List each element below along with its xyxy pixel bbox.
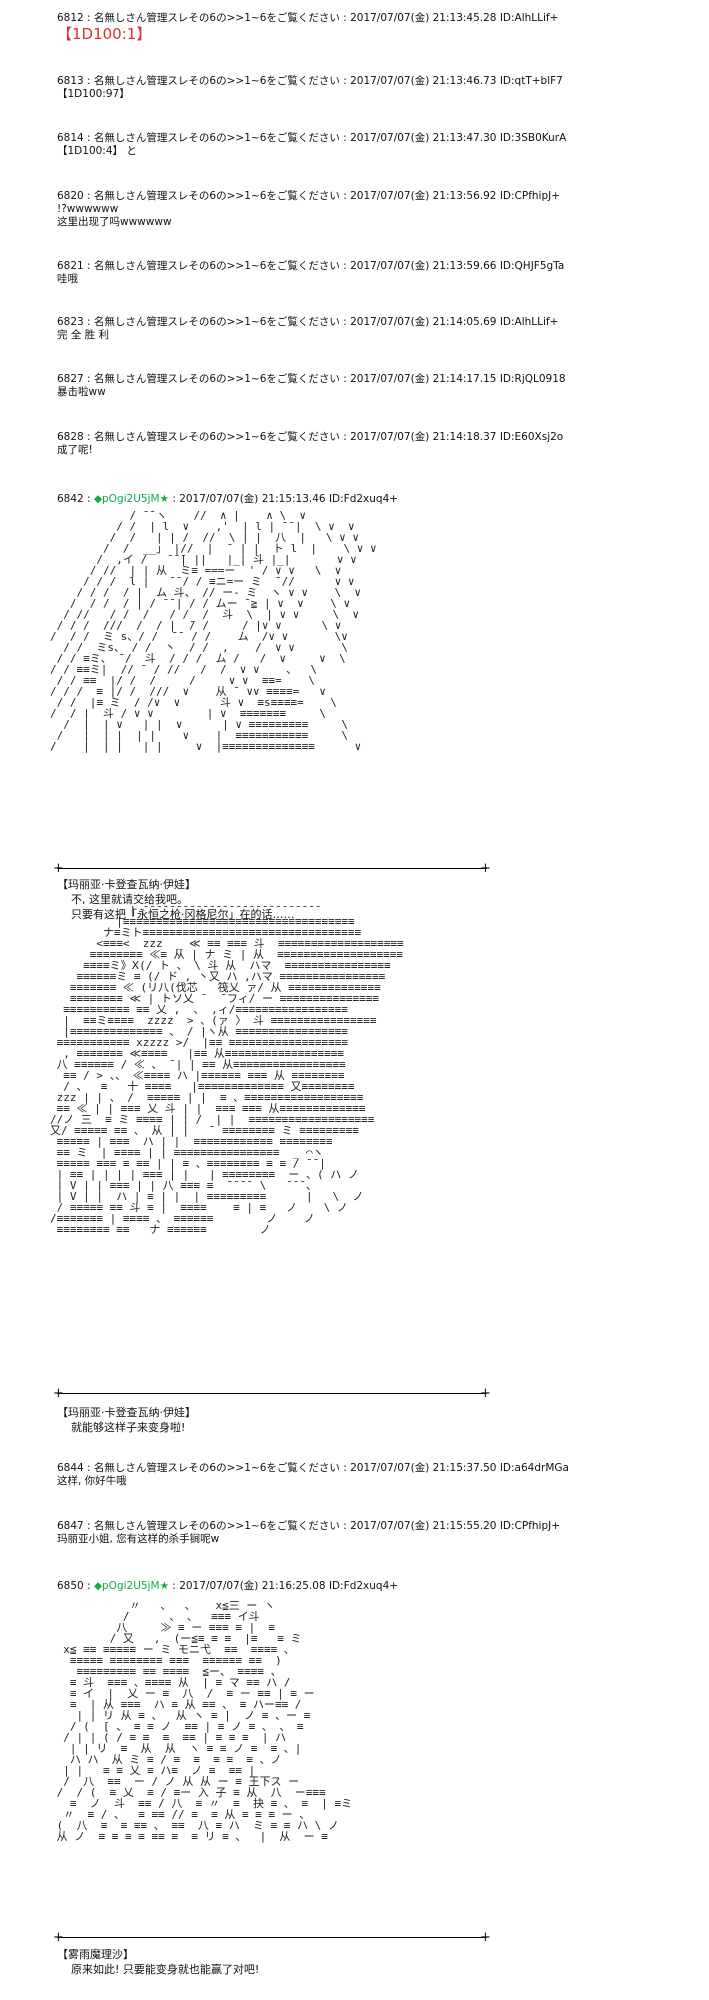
post-header: 6812 : 名無しさん管理スレその6の>>1~6をご覧ください : 2017/… [57, 12, 559, 24]
post-p6814: 6814 : 名無しさん管理スレその6の>>1~6をご覧ください : 2017/… [57, 132, 689, 158]
post-number: 6842 : [57, 493, 94, 505]
post-body: 暴击啦ww [57, 386, 106, 398]
post-p6823: 6823 : 名無しさん管理スレその6の>>1~6をご覧ください : 2017/… [57, 316, 689, 342]
divider-cross-icon: + [480, 861, 491, 876]
post-header: 6814 : 名無しさん管理スレその6の>>1~6をご覧ください : 2017/… [57, 132, 567, 144]
divider-line [57, 868, 487, 869]
speaker-name: 【雾雨魔理沙】 [57, 1948, 134, 1961]
post-header: 6820 : 名無しさん管理スレその6の>>1~6をご覧ください : 2017/… [57, 190, 561, 202]
star-icon: ★ [159, 493, 169, 505]
post-header: 6823 : 名無しさん管理スレその6の>>1~6をご覧ください : 2017/… [57, 316, 559, 328]
post-header: 6844 : 名無しさん管理スレその6の>>1~6をご覧ください : 2017/… [57, 1462, 569, 1474]
post-p6847: 6847 : 名無しさん管理スレその6の>>1~6をご覧ください : 2017/… [57, 1520, 689, 1546]
star-icon: ★ [159, 1580, 169, 1592]
post-p6813: 6813 : 名無しさん管理スレその6の>>1~6をご覧ください : 2017/… [57, 75, 689, 101]
ascii-art-aa1: / ̄ ̄ ヽ // ∧ | ∧ \ ∨ / / | l ∨ ,' | l | … [50, 510, 377, 753]
post-p6844: 6844 : 名無しさん管理スレその6の>>1~6をご覧ください : 2017/… [57, 1462, 689, 1488]
post-body: 成了呢! [57, 444, 93, 456]
post-number: 6850 : [57, 1580, 94, 1592]
tripcode: pOgi2U5jM [102, 493, 160, 505]
divider-cross-icon: + [480, 1386, 491, 1401]
speech-line: 就能够这样子来变身啦! [71, 1421, 186, 1434]
op-post-header: 6850 : ◆pOgi2U5jM★ : 2017/07/07(金) 21:16… [57, 1580, 689, 1593]
speech-line: 原来如此! 只要能变身就也能赢了对吧! [71, 1963, 260, 1976]
diamond-icon: ◆ [93, 1580, 103, 1592]
post-body: 【1D100:4】 と [57, 145, 137, 157]
divider-cross-icon: + [480, 1930, 491, 1945]
post-body: 哇哦 [57, 273, 78, 285]
post-body: !?wwwwww 这里出现了吗wwwwww [57, 203, 172, 228]
post-body: 这样, 你好牛哦 [57, 1475, 127, 1487]
post-body: 【1D100:1】 [57, 25, 152, 43]
post-body: 玛丽亚小姐, 您有这样的杀手锏呢w [57, 1533, 220, 1545]
post-meta: : 2017/07/07(金) 21:16:25.08 ID:Fd2xuq4+ [168, 1580, 399, 1592]
divider-line [57, 1937, 487, 1938]
divider-cross-icon: + [53, 861, 64, 876]
post-p6821: 6821 : 名無しさん管理スレその6の>>1~6をご覧ください : 2017/… [57, 260, 689, 286]
divider-cross-icon: + [53, 1386, 64, 1401]
post-p6820: 6820 : 名無しさん管理スレその6の>>1~6をご覧ください : 2017/… [57, 190, 689, 229]
op-post-p6850: 6850 : ◆pOgi2U5jM★ : 2017/07/07(金) 21:16… [57, 1580, 689, 1593]
speech-s2: 【玛丽亚·卡登查瓦纳·伊娃】就能够这样子来变身啦! [57, 1405, 196, 1435]
post-p6827: 6827 : 名無しさん管理スレその6の>>1~6をご覧ください : 2017/… [57, 373, 689, 399]
post-header: 6827 : 名無しさん管理スレその6の>>1~6をご覧ください : 2017/… [57, 373, 566, 385]
speech-line: 不, 这里就请交给我吧。 [71, 893, 188, 906]
post-body: 完 全 胜 利 [57, 329, 110, 341]
post-header: 6813 : 名無しさん管理スレその6の>>1~6をご覧ください : 2017/… [57, 75, 563, 87]
speech-s3: 【雾雨魔理沙】原来如此! 只要能变身就也能赢了对吧! [57, 1947, 259, 1977]
post-header: 6821 : 名無しさん管理スレその6の>>1~6をご覧ください : 2017/… [57, 260, 565, 272]
divider-cross-icon: + [53, 1930, 64, 1945]
op-post-p6842: 6842 : ◆pOgi2U5jM★ : 2017/07/07(金) 21:15… [57, 493, 689, 506]
diamond-icon: ◆ [93, 493, 103, 505]
speaker-name: 【玛丽亚·卡登查瓦纳·伊娃】 [57, 1406, 196, 1419]
speech-s1: 【玛丽亚·卡登查瓦纳·伊娃】不, 这里就请交给我吧。只要有这把「永恒之枪·冈格尼… [57, 877, 295, 922]
post-header: 6847 : 名無しさん管理スレその6の>>1~6をご覧ください : 2017/… [57, 1520, 561, 1532]
speaker-name: 【玛丽亚·卡登查瓦纳·伊娃】 [57, 878, 196, 891]
tripcode: pOgi2U5jM [102, 1580, 160, 1592]
post-p6812: 6812 : 名無しさん管理スレその6の>>1~6をご覧ください : 2017/… [57, 12, 689, 43]
divider-line [57, 1393, 487, 1394]
post-meta: : 2017/07/07(金) 21:15:13.46 ID:Fd2xuq4+ [168, 493, 399, 505]
post-body: 【1D100:97】 [57, 88, 130, 100]
ascii-art-aa2: | ̄ ̄ ̄ ̄ ̄ ̄ ̄ ̄ ̄ ̄ ̄ ̄ ̄ ̄ ̄ ̄ ̄ ̄ ̄ … [50, 905, 404, 1236]
post-p6828: 6828 : 名無しさん管理スレその6の>>1~6をご覧ください : 2017/… [57, 431, 689, 457]
op-post-header: 6842 : ◆pOgi2U5jM★ : 2017/07/07(金) 21:15… [57, 493, 689, 506]
post-header: 6828 : 名無しさん管理スレその6の>>1~6をご覧ください : 2017/… [57, 431, 564, 443]
ascii-art-aa3: 〃 、 、 x≦三 ー ヽ / 、 、 ≡≡≡ イ斗 八 ≫ ≡ ー ≡≡≡ ≡… [56, 1600, 353, 1843]
speech-line: 只要有这把「永恒之枪·冈格尼尔」在的话…… [71, 908, 295, 921]
